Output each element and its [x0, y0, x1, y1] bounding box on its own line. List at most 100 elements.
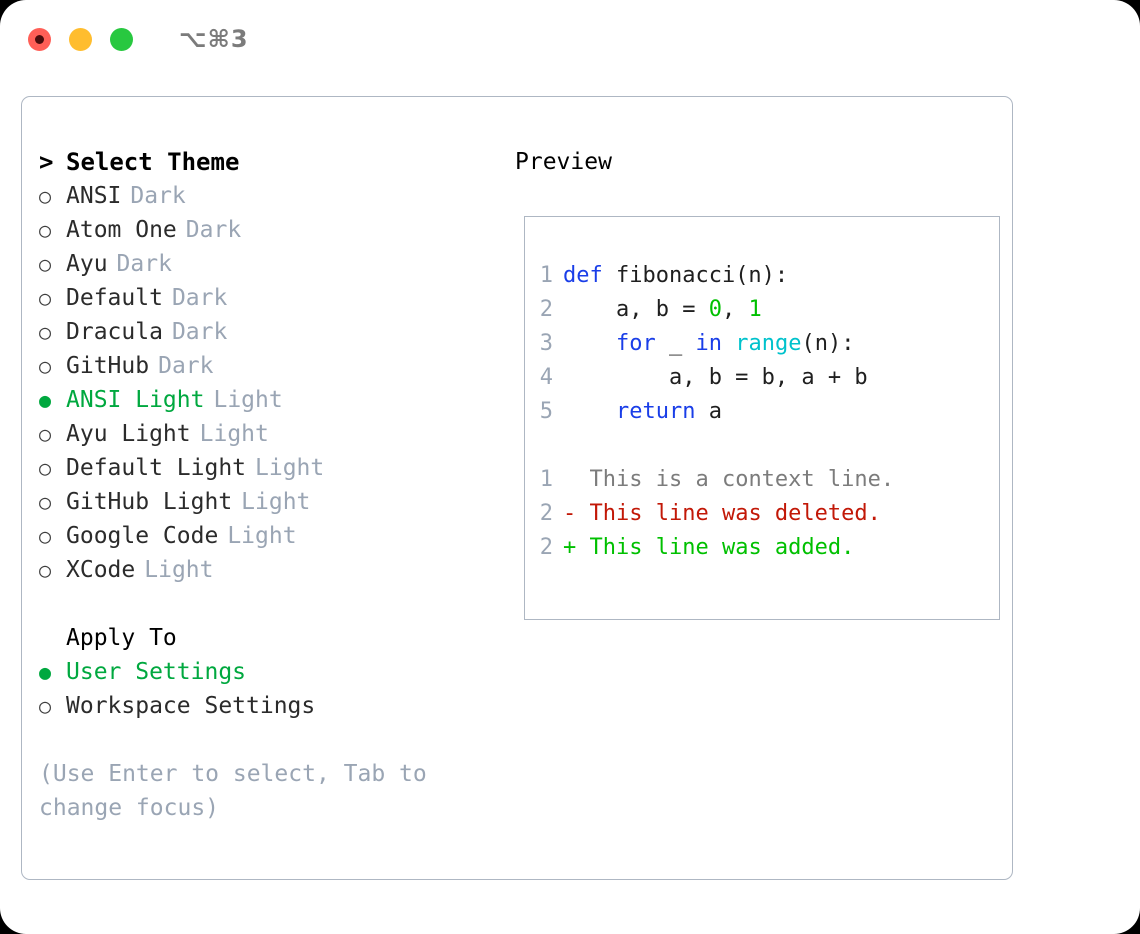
code-token-plain: a [695, 399, 722, 424]
apply-to-header: Apply To [66, 625, 177, 651]
theme-option-label: Atom One [66, 217, 177, 243]
theme-option-label: ANSI Light [66, 387, 205, 413]
theme-option-variant-badge: Dark [116, 251, 172, 277]
code-token-plain [563, 399, 616, 424]
theme-option-label: XCode [66, 557, 136, 583]
diff-line-text: This is a context line. [589, 467, 895, 492]
radio-unselected-icon: ○ [39, 286, 52, 310]
maximize-window-button[interactable] [110, 27, 133, 51]
code-token-kw: in [695, 331, 722, 356]
code-token-plain [722, 331, 735, 356]
select-theme-header-label: Select Theme [66, 148, 240, 176]
code-token-num: 1 [748, 297, 762, 322]
code-line: 2 a, b = 0, 1 [525, 293, 999, 327]
radio-unselected-icon: ○ [39, 456, 52, 480]
theme-option-ansi[interactable]: ○ ANSI Dark [39, 179, 502, 213]
close-window-button[interactable] [28, 27, 51, 51]
code-line-content: a, b = 0, 1 [563, 293, 762, 327]
theme-option-default[interactable]: ○ Default Dark [39, 281, 502, 315]
theme-option-label: Dracula [66, 319, 163, 345]
code-token-plain: (n): [801, 331, 855, 356]
theme-option-ayu-light[interactable]: ○ Ayu Light Light [39, 417, 502, 451]
code-token-plain [563, 331, 616, 356]
theme-option-label: Ayu [66, 251, 108, 277]
code-token-plain: fibonacci(n): [615, 263, 789, 288]
apply-to-option-user-settings[interactable]: ●User Settings [39, 655, 502, 689]
line-number: 4 [539, 365, 553, 390]
theme-option-default-light[interactable]: ○ Default Light Light [39, 451, 502, 485]
theme-option-github[interactable]: ○ GitHub Dark [39, 349, 502, 383]
select-theme-header: > Select Theme [39, 145, 502, 179]
theme-option-label: Default Light [66, 455, 247, 481]
code-token-num: 0 [708, 297, 722, 322]
diff-marker: + [563, 535, 590, 560]
theme-option-variant-badge: Light [144, 557, 214, 583]
code-token-plain: a, b = b, a + b [563, 365, 868, 390]
code-line: 3 for _ in range(n): [525, 327, 999, 361]
traffic-lights [28, 27, 133, 51]
radio-unselected-icon: ○ [39, 354, 52, 378]
radio-unselected-icon: ○ [39, 218, 52, 242]
theme-option-label: GitHub [66, 353, 150, 379]
radio-unselected-icon: ○ [39, 252, 52, 276]
code-token-kw: def [563, 263, 616, 288]
apply-to-list: ●User Settings ○ Workspace Settings [39, 655, 502, 723]
code-token-plain: , [721, 297, 749, 322]
apply-to-option-workspace-settings[interactable]: ○ Workspace Settings [39, 689, 502, 723]
preview-title: Preview [515, 149, 612, 175]
title-bar: ⌥⌘3 [0, 0, 1140, 78]
line-number: 2 [539, 297, 553, 322]
section-spacer [39, 587, 502, 621]
radio-selected-icon: ● [39, 660, 52, 684]
line-number: 1 [539, 467, 553, 492]
apply-to-option-label: Workspace Settings [66, 693, 316, 719]
theme-option-variant-badge: Light [227, 523, 297, 549]
line-number: 2 [539, 501, 553, 526]
theme-option-ayu[interactable]: ○ Ayu Dark [39, 247, 502, 281]
theme-option-variant-badge: Dark [158, 353, 214, 379]
theme-option-variant-badge: Dark [130, 183, 186, 209]
radio-unselected-icon: ○ [39, 422, 52, 446]
radio-unselected-icon: ○ [39, 184, 52, 208]
radio-unselected-icon: ○ [39, 524, 52, 548]
theme-option-label: ANSI [66, 183, 122, 209]
keyboard-hint-text: (Use Enter to select, Tab to change focu… [39, 761, 441, 821]
theme-option-variant-badge: Light [255, 455, 325, 481]
code-line-content: a, b = b, a + b [563, 361, 868, 395]
code-line-content: return a [563, 395, 722, 429]
code-line: 5 return a [525, 395, 999, 429]
code-token-plain: _ [655, 331, 696, 356]
theme-option-variant-badge: Light [199, 421, 269, 447]
code-token-kw: return [615, 399, 696, 424]
minimize-window-button[interactable] [69, 27, 92, 51]
diff-sample-block: 1 This is a context line.2- This line wa… [525, 463, 999, 565]
diff-line-text: This line was added. [589, 535, 855, 560]
theme-option-label: GitHub Light [66, 489, 233, 515]
diff-line-added: 2+ This line was added. [525, 531, 999, 565]
theme-option-label: Default [66, 285, 163, 311]
line-number: 3 [539, 331, 553, 356]
theme-option-variant-badge: Dark [171, 285, 228, 311]
line-number: 5 [539, 399, 553, 424]
diff-line-context: 1 This is a context line. [525, 463, 999, 497]
caret-icon: > [39, 148, 54, 176]
code-token-kw: for [615, 331, 656, 356]
theme-option-label: Ayu Light [66, 421, 191, 447]
diff-line-text: This line was deleted. [589, 501, 881, 526]
keyboard-shortcut-label: ⌥⌘3 [179, 25, 249, 53]
radio-unselected-icon: ○ [39, 694, 52, 718]
theme-option-variant-badge: Light [241, 489, 311, 515]
code-line-content: def fibonacci(n): [563, 259, 788, 293]
